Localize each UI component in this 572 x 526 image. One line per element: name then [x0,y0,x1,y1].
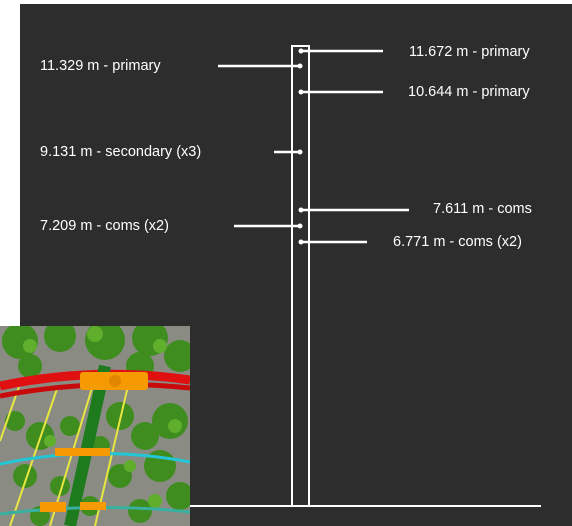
attachment-right-primary-top [298,48,383,54]
aerial-view-image [0,326,190,526]
attachment-right-primary [298,89,383,95]
attachment-left-primary [218,63,303,69]
label-right-coms-x2: 6.771 m - coms (x2) [393,234,522,250]
label-right-primary-top: 11.672 m - primary [409,44,530,60]
attachment-left-secondary [274,149,303,155]
attachment-right-coms-x2 [298,239,367,245]
label-left-coms: 7.209 m - coms (x2) [40,218,169,234]
label-right-coms: 7.611 m - coms [433,201,532,217]
aerial-view-thumbnail[interactable] [0,326,190,526]
pole-outline [291,45,310,507]
attachment-left-coms [234,223,303,229]
attachment-right-coms [298,207,409,213]
label-left-secondary: 9.131 m - secondary (x3) [40,144,202,160]
label-left-primary: 11.329 m - primary [40,58,161,74]
label-right-primary: 10.644 m - primary [408,84,530,100]
